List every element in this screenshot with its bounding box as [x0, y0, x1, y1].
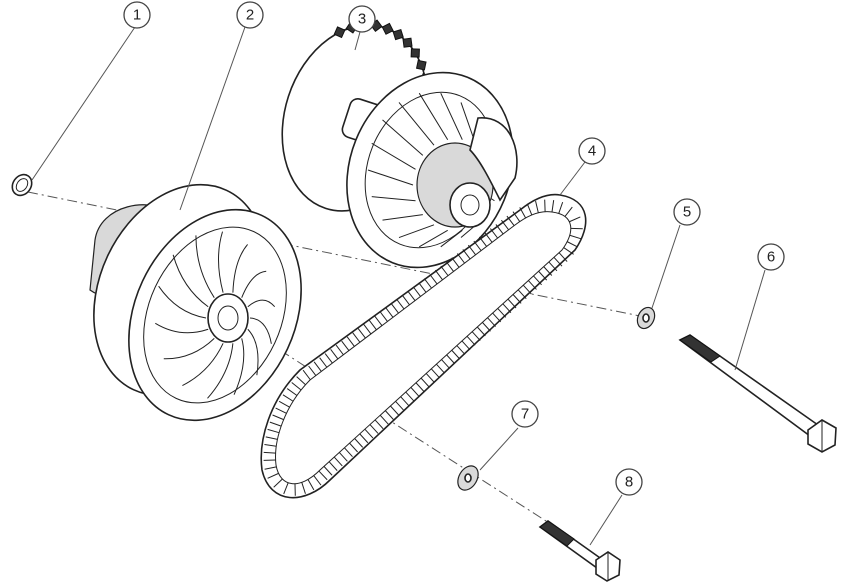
callout-label: 4 — [588, 143, 596, 160]
callout-label: 7 — [521, 406, 529, 423]
drive-belt-part — [260, 193, 587, 499]
callout-6: 6 — [757, 243, 785, 271]
driven-clutch-part — [281, 18, 518, 269]
leader-2 — [179, 26, 246, 211]
callout-label: 6 — [767, 249, 775, 266]
leader-7 — [479, 427, 519, 471]
callout-label: 5 — [683, 204, 691, 221]
callout-label: 2 — [246, 7, 254, 24]
leader-4 — [559, 161, 586, 196]
leader-3 — [354, 31, 361, 51]
callout-7: 7 — [511, 400, 539, 428]
leader-8 — [589, 494, 623, 546]
drive-clutch-part — [89, 183, 302, 422]
short-bolt-part — [538, 520, 621, 582]
washer-part-7 — [457, 465, 479, 491]
callout-4: 4 — [578, 137, 606, 165]
callout-label: 8 — [625, 474, 633, 491]
callout-2: 2 — [236, 1, 264, 29]
callout-label: 3 — [358, 11, 366, 28]
callout-8: 8 — [615, 468, 643, 496]
callout-5: 5 — [673, 198, 701, 226]
leader-6 — [734, 269, 766, 371]
leader-1 — [31, 26, 136, 181]
snap-ring-part — [11, 173, 33, 197]
callout-label: 1 — [133, 7, 141, 24]
leader-5 — [651, 224, 681, 309]
callout-1: 1 — [123, 1, 151, 29]
callout-3: 3 — [348, 5, 376, 33]
long-bolt-part — [678, 334, 837, 453]
washer-part-5 — [636, 306, 656, 330]
